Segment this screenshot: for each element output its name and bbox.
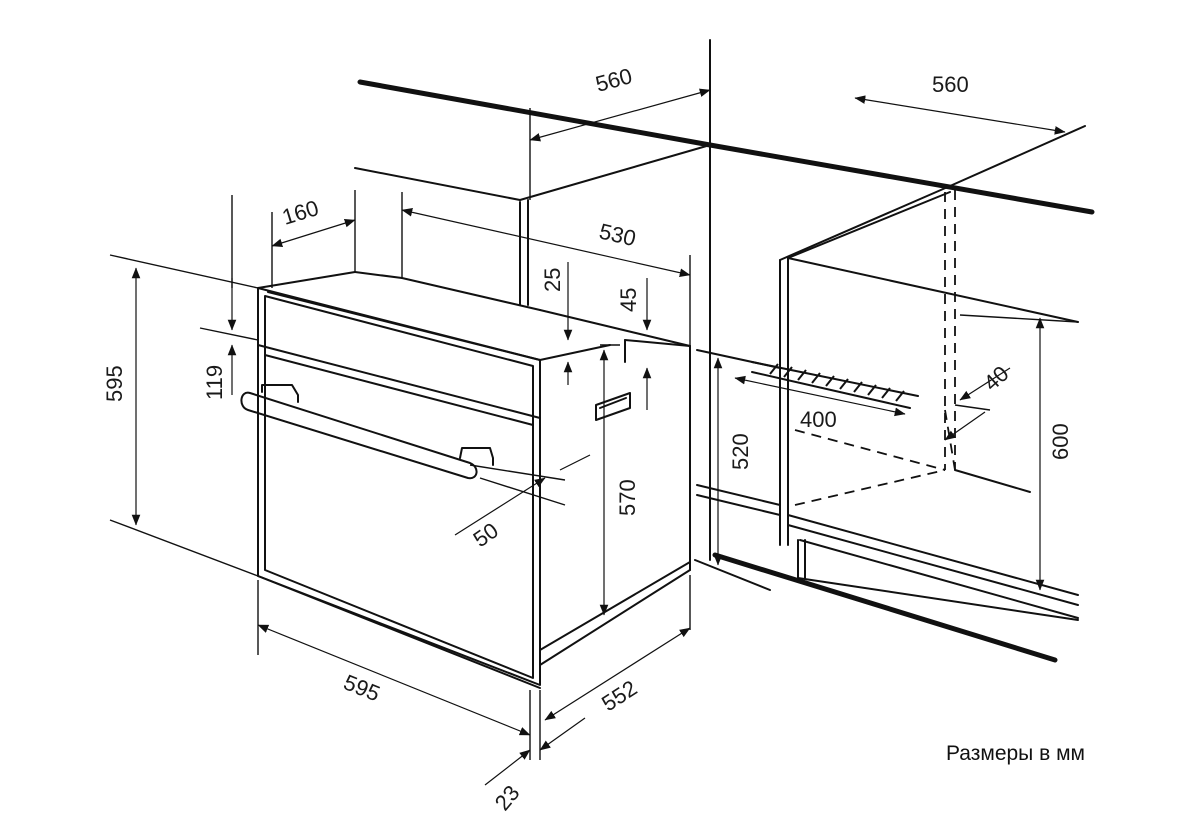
cabinet-niche	[519, 185, 1079, 663]
dimension-lines	[131, 88, 1066, 786]
label-595-width: 595	[340, 669, 383, 706]
dim-line-595-width	[257, 624, 531, 736]
label-520: 520	[728, 433, 753, 470]
dim-line-552	[544, 627, 691, 721]
ventilation-slot	[751, 361, 919, 409]
label-560-left: 560	[593, 63, 635, 97]
label-25: 25	[540, 268, 565, 292]
label-552: 552	[597, 675, 641, 716]
label-160: 160	[279, 195, 321, 230]
dim-line-400	[734, 375, 906, 417]
label-45: 45	[616, 288, 641, 312]
dim-line-530	[401, 208, 691, 277]
label-530: 530	[597, 219, 638, 252]
label-560-right: 560	[932, 72, 969, 97]
label-595-height: 595	[102, 365, 127, 402]
extension-lines	[109, 108, 1079, 760]
oven-body	[257, 271, 691, 666]
door-handle	[240, 384, 494, 480]
dim-line-160	[271, 218, 356, 248]
dimension-labels: 560 560 160 530 25 45 119 595 50 570 520…	[102, 63, 1073, 815]
dim-line-40	[959, 367, 1011, 401]
label-570: 570	[615, 479, 640, 516]
dim-line-23	[484, 749, 531, 786]
dim-line-560-right	[854, 95, 1066, 135]
label-119: 119	[202, 365, 227, 400]
label-23: 23	[490, 780, 525, 815]
dim-line-560-left	[529, 88, 711, 142]
dim-line-50	[454, 477, 546, 536]
label-400: 400	[800, 407, 837, 432]
label-40: 40	[979, 361, 1014, 396]
oven-front	[257, 287, 541, 689]
label-600: 600	[1048, 423, 1073, 460]
units-note: Размеры в мм	[946, 742, 1085, 765]
